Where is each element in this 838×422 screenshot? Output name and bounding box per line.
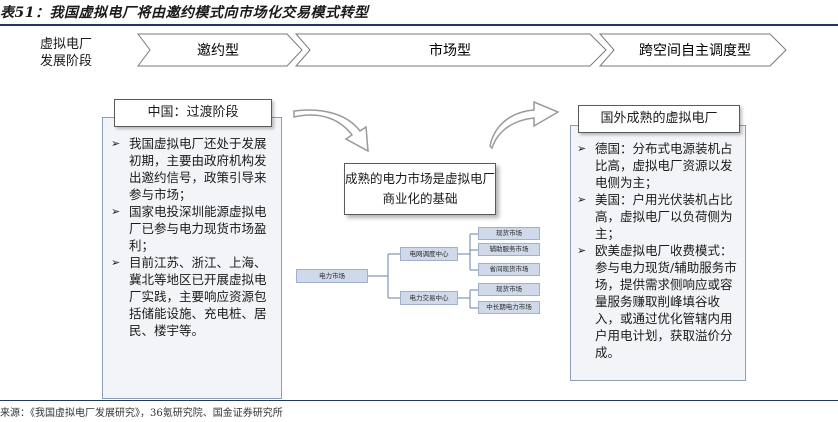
curved-arrow-right-icon [489, 100, 560, 150]
left-panel: ➢我国虚拟电厂还处于发展初期，主要由政府机构发出邀约信号，政策引导来参与市场； … [102, 117, 282, 399]
right-panel: ➢德国：分布式电源装机占比高，虚拟电厂资源以发电侧为主； ➢美国：户用光伏装机占… [570, 125, 746, 381]
stage-2-label: 市场型 [429, 42, 471, 59]
arrow-bullet-icon: ➢ [577, 193, 587, 206]
title-rule [0, 24, 838, 26]
arrow-bullet-icon: ➢ [577, 244, 587, 257]
tree-leaf-node: 中长期电力市场 [478, 301, 540, 314]
arrow-bullet-icon: ➢ [111, 205, 121, 218]
right-bullet: ➢欧美虚拟电厂收费模式：参与电力现货/辅助服务市场，提供需求侧响应或容量服务赚取… [577, 243, 737, 360]
tree-root-node: 电力市场 [296, 269, 368, 283]
left-bullet: ➢目前江苏、浙江、上海、冀北等地区已开展虚拟电厂实践，主要响应资源包括储能设施、… [111, 255, 267, 338]
stage-chevron-3: 跨空间自主调度型 [598, 33, 787, 67]
center-statement-box: 成熟的电力市场是虚拟电厂商业化的基础 [344, 163, 496, 215]
tree-branch-node: 电网调度中心 [400, 247, 458, 261]
bottom-rule [0, 400, 838, 401]
tree-leaf-node: 现货市场 [478, 283, 540, 296]
right-bullet: ➢美国：户用光伏装机占比高，虚拟电厂以负荷侧为主； [577, 192, 733, 241]
left-panel-header: 中国：过渡阶段 [114, 99, 272, 127]
left-bullet: ➢我国虚拟电厂还处于发展初期，主要由政府机构发出邀约信号，政策引导来参与市场； [111, 136, 267, 202]
stage-chevron-bar: 邀约型 市场型 跨空间自主调度型 [137, 33, 787, 67]
tree-leaf-node: 现货市场 [478, 227, 540, 240]
arrow-bullet-icon: ➢ [111, 256, 121, 269]
stage-3-label: 跨空间自主调度型 [639, 43, 751, 59]
stage-chevron-1: 邀约型 [137, 33, 303, 67]
tree-branch-node: 电力交易中心 [400, 291, 458, 305]
figure-title: 表51：我国虚拟电厂将由邀约模式向市场化交易模式转型 [0, 5, 369, 21]
right-bullet: ➢德国：分布式电源装机占比高，虚拟电厂资源以发电侧为主； [577, 141, 733, 190]
market-tree-connectors [368, 233, 478, 309]
arrow-bullet-icon: ➢ [111, 137, 121, 150]
source-note: 来源：《我国虚拟电厂发展研究》，36氪研究院、国金证券研究所 [0, 408, 283, 419]
stage-chevron-2: 市场型 [294, 33, 607, 67]
arrow-bullet-icon: ➢ [577, 142, 587, 155]
stage-label: 虚拟电厂 发展阶段 [39, 37, 92, 69]
tree-leaf-node: 省间现货市场 [478, 263, 540, 276]
center-statement: 成熟的电力市场是虚拟电厂商业化的基础 [345, 171, 496, 206]
stage-1-label: 邀约型 [197, 43, 239, 59]
right-panel-header: 国外成熟的虚拟电厂 [578, 105, 740, 133]
tree-leaf-node: 辅助服务市场 [478, 243, 540, 256]
left-bullet: ➢国家电投深圳能源虚拟电厂已参与电力现货市场盈利； [111, 204, 267, 253]
curved-arrow-left-icon [293, 109, 369, 153]
